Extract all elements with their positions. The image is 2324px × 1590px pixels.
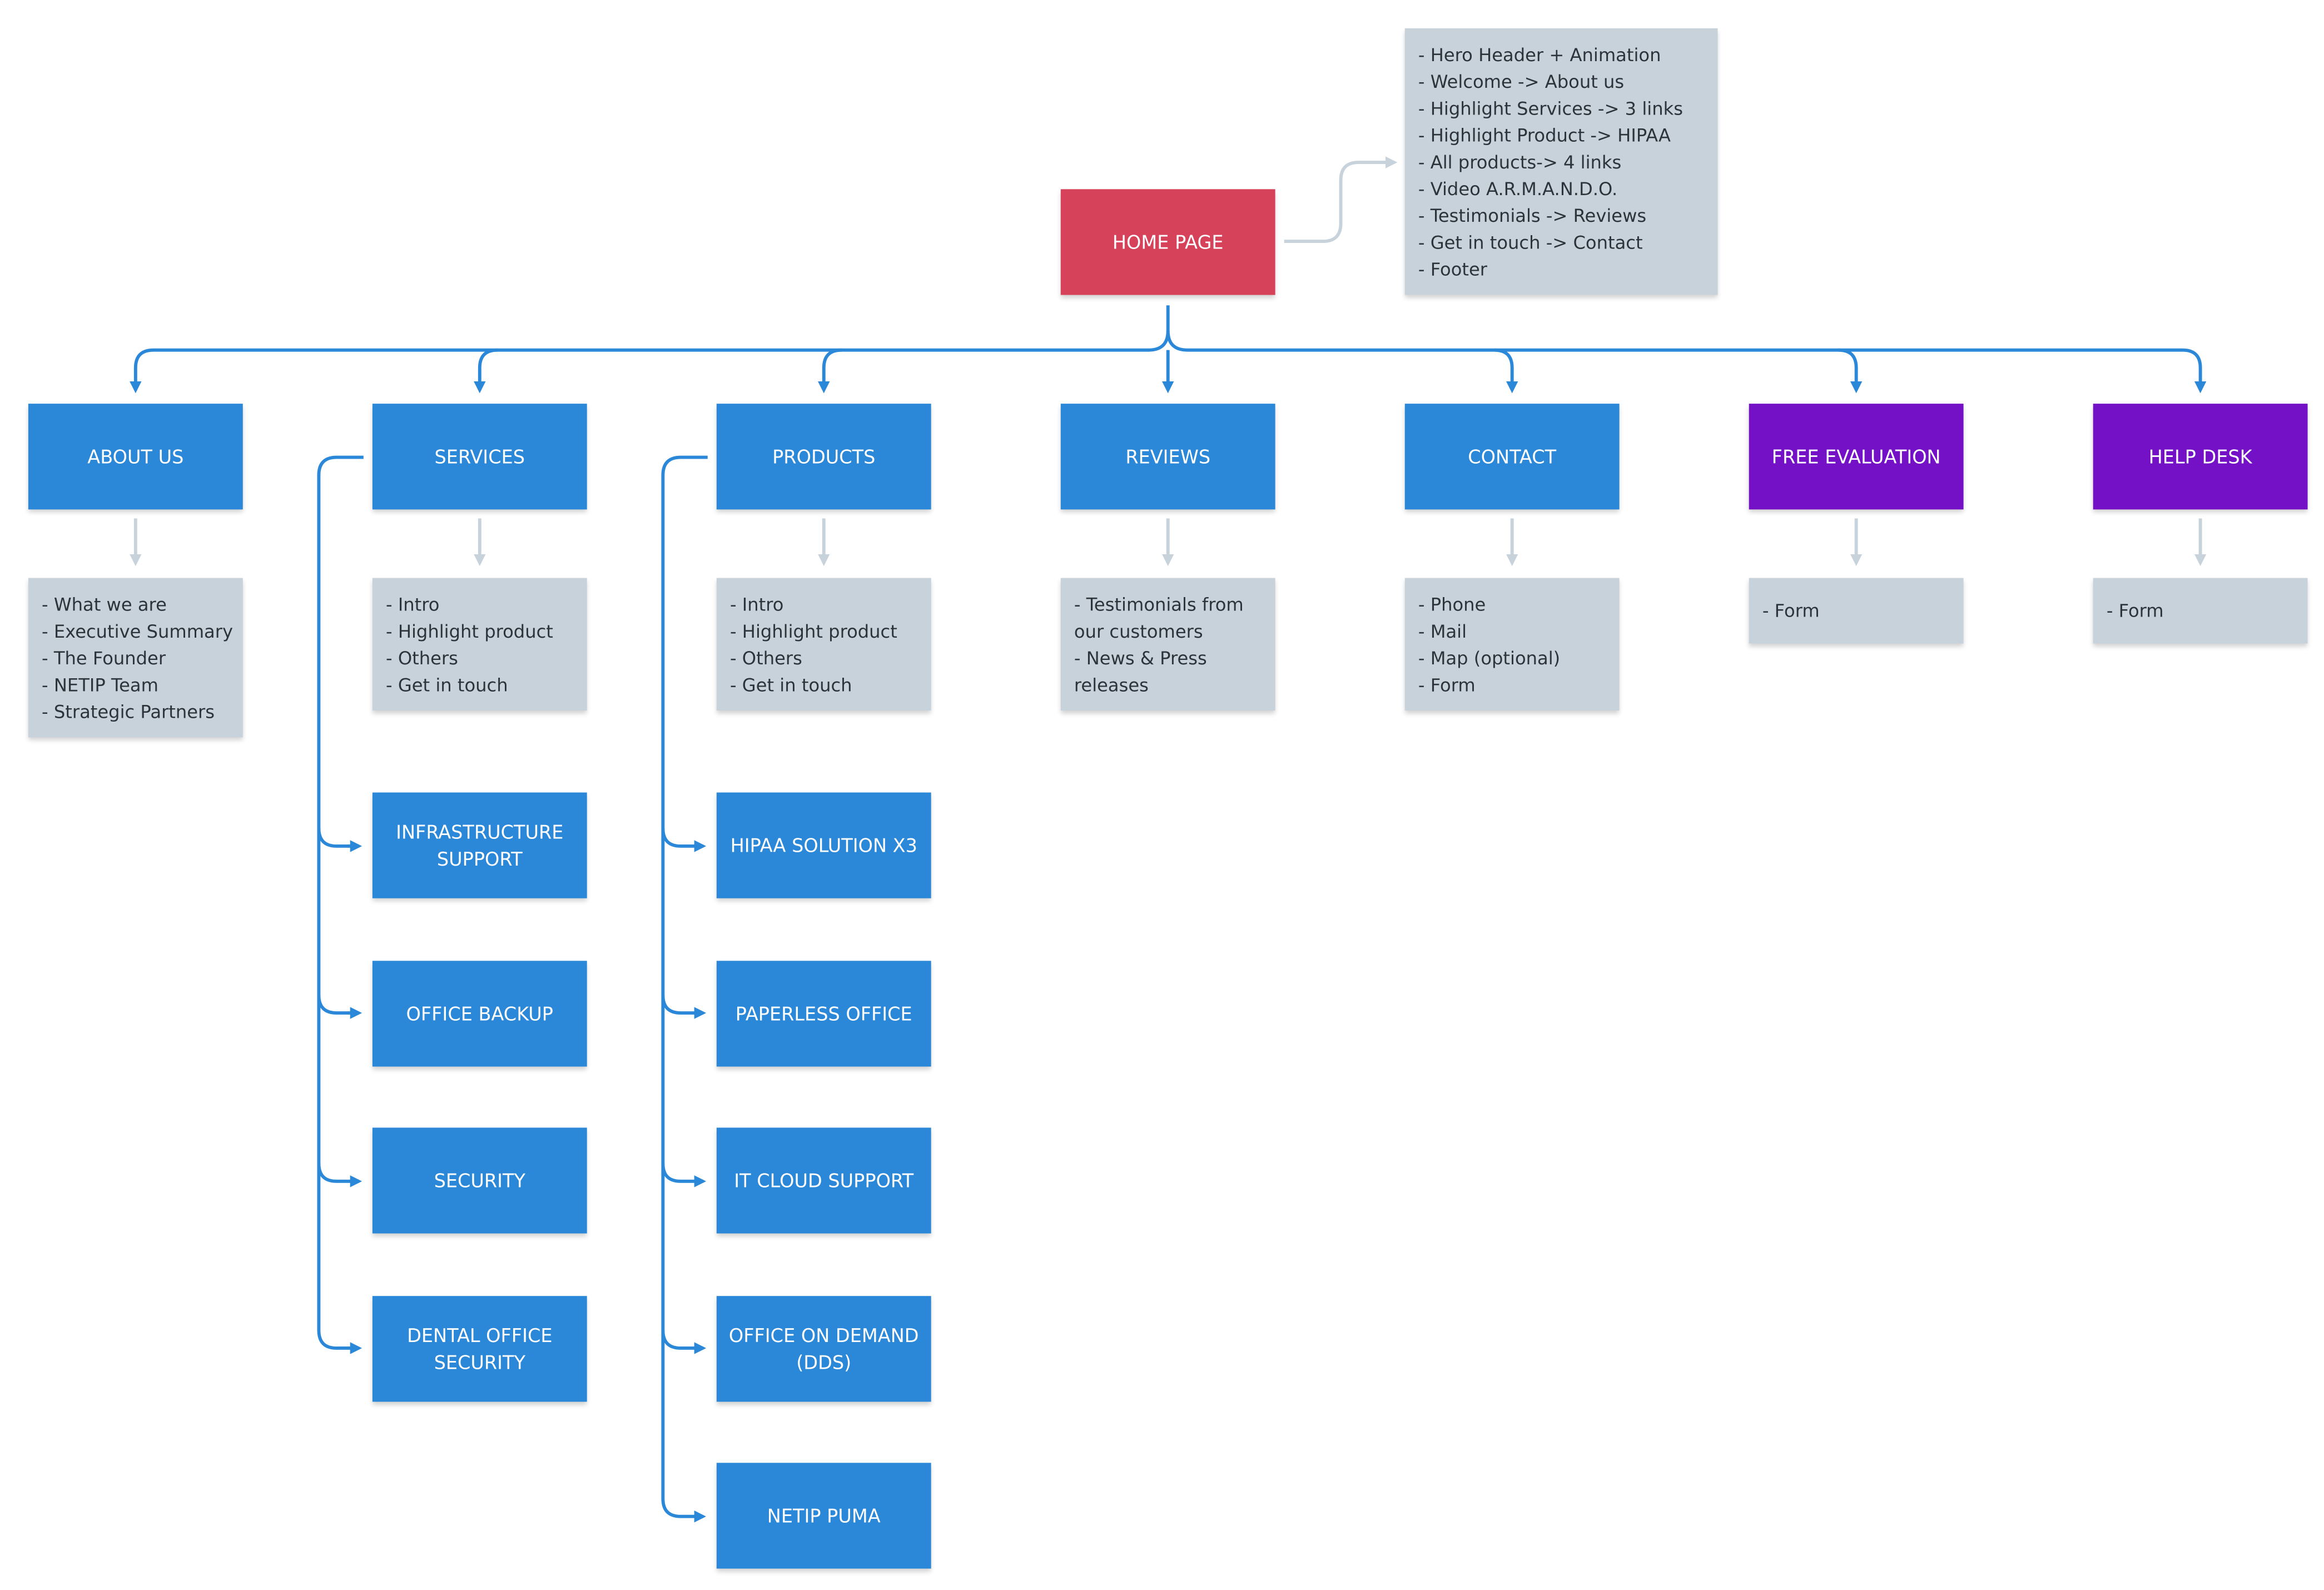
contact-node[interactable]: CONTACT	[1404, 404, 1620, 510]
note-line: - Form	[2106, 600, 2164, 622]
note-line: - Get in touch	[729, 674, 852, 696]
services-notes: - Intro - Highlight product - Others - G…	[372, 578, 587, 711]
hipaa-solution-node[interactable]: HIPAA SOLUTION X3	[716, 792, 931, 898]
note-line: - Testimonials -> Reviews	[1418, 205, 1647, 227]
paperless-office-node[interactable]: PAPERLESS OFFICE	[716, 961, 931, 1067]
note-line: - Get in touch	[385, 674, 508, 696]
help-desk-node[interactable]: HELP DESK	[2093, 404, 2308, 510]
note-line: - Mail	[1418, 621, 1467, 642]
connector-home-trunk-right	[1166, 330, 2207, 394]
note-line: - Intro	[385, 594, 440, 615]
note-line: - The Founder	[42, 648, 166, 669]
note-line: - All products-> 4 links	[1418, 152, 1622, 173]
reviews-notes: - Testimonials from our customers - News…	[1060, 578, 1275, 711]
note-line: our customers	[1074, 621, 1203, 642]
connector-home-notes	[1284, 156, 1398, 244]
office-on-demand-node[interactable]: OFFICE ON DEMAND (DDS)	[716, 1296, 931, 1402]
connector-products-cloud	[661, 1163, 707, 1187]
contact-notes: - Phone - Mail - Map (optional) - Form	[1404, 578, 1620, 711]
infrastructure-support-node[interactable]: INFRASTRUCTURE SUPPORT	[372, 792, 587, 898]
note-line: - Map (optional)	[1418, 648, 1561, 669]
note-line: - Phone	[1418, 594, 1486, 615]
connector-to-services	[474, 348, 498, 394]
home-page-notes: - Hero Header + Animation - Welcome -> A…	[1404, 28, 1718, 295]
connector-home-trunk	[130, 305, 1170, 394]
connector-to-contact	[1494, 348, 1518, 394]
note-line: - Form	[1418, 674, 1476, 696]
note-line: releases	[1074, 674, 1149, 696]
free-evaluation-notes: - Form	[1749, 578, 1964, 644]
about-us-node[interactable]: ABOUT US	[28, 404, 243, 510]
note-line: - Hero Header + Animation	[1418, 44, 1661, 66]
connector-services-branch	[317, 455, 364, 1354]
reviews-node[interactable]: REVIEWS	[1060, 404, 1275, 510]
connector-services-infrastructure	[317, 828, 362, 852]
note-line: - Intro	[729, 594, 784, 615]
products-notes: - Intro - Highlight product - Others - G…	[716, 578, 931, 711]
connector-products-hipaa	[661, 828, 707, 852]
note-line: - Testimonials from	[1074, 594, 1244, 615]
note-line: - Footer	[1418, 259, 1488, 280]
it-cloud-support-node[interactable]: IT CLOUD SUPPORT	[716, 1127, 931, 1234]
connector-to-free-evaluation	[1838, 348, 1863, 394]
connector-products-branch	[661, 455, 708, 1523]
note-line: - NETIP Team	[42, 674, 158, 696]
note-line: - Welcome -> About us	[1418, 71, 1625, 93]
note-line: - Highlight Product -> HIPAA	[1418, 125, 1671, 146]
security-node[interactable]: SECURITY	[372, 1127, 587, 1234]
connector-services-backup	[317, 995, 362, 1019]
help-desk-notes: - Form	[2093, 578, 2308, 644]
note-line: - Get in touch -> Contact	[1418, 232, 1643, 254]
note-line: - Others	[729, 648, 802, 669]
home-page-node[interactable]: HOME PAGE	[1060, 189, 1275, 295]
note-line: - Others	[385, 648, 458, 669]
note-line: - Highlight product	[729, 621, 897, 642]
note-line: - Strategic Partners	[42, 702, 215, 723]
note-line: - Executive Summary	[42, 621, 234, 642]
connector-services-security	[317, 1163, 362, 1187]
note-line: - What we are	[42, 594, 167, 615]
dental-office-security-node[interactable]: DENTAL OFFICE SECURITY	[372, 1296, 587, 1402]
note-line: - Form	[1762, 600, 1820, 622]
office-backup-node[interactable]: OFFICE BACKUP	[372, 961, 587, 1067]
free-evaluation-node[interactable]: FREE EVALUATION	[1749, 404, 1964, 510]
connector-products-ondemand	[661, 1330, 707, 1354]
note-line: - Highlight product	[385, 621, 553, 642]
note-line: - News & Press	[1074, 648, 1207, 669]
about-us-notes: - What we are - Executive Summary - The …	[28, 578, 243, 738]
products-node[interactable]: PRODUCTS	[716, 404, 931, 510]
note-line: - Highlight Services -> 3 links	[1418, 98, 1683, 120]
services-node[interactable]: SERVICES	[372, 404, 587, 510]
connector-to-products	[818, 348, 842, 394]
netip-puma-node[interactable]: NETIP PUMA	[716, 1463, 931, 1569]
note-line: - Video A.R.M.A.N.D.O.	[1418, 178, 1618, 200]
connector-products-paperless	[661, 995, 707, 1019]
